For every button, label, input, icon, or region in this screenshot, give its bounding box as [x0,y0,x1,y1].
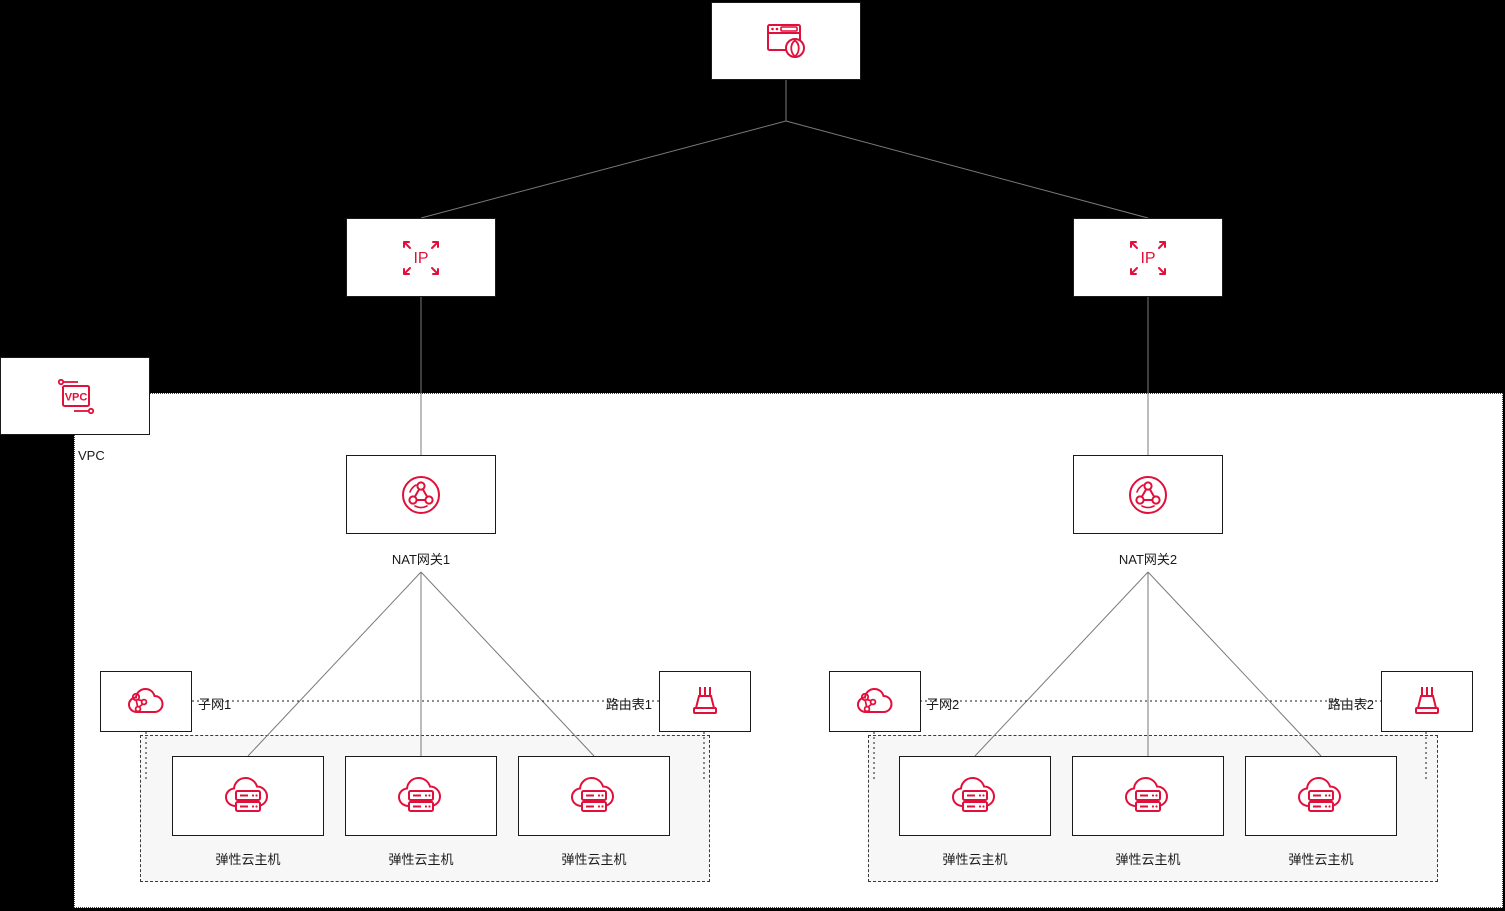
svg-text:IP: IP [413,250,428,267]
subnet-label-2: 子网2 [926,697,960,712]
eip-icon: IP [1123,233,1173,283]
subnet-node-2[interactable] [829,671,921,732]
route-table-label-2: 路由表2 [1327,697,1374,712]
route-table-label-1: 路由表1 [605,697,652,712]
route-table-icon [1405,682,1449,722]
vpc-icon: VPC [52,373,98,419]
ecs-node-1-3[interactable] [518,756,670,836]
route-table-icon [683,682,727,722]
nat-gateway-node-2[interactable] [1073,455,1223,534]
eip-node-2[interactable]: IP [1073,218,1223,297]
subnet-node-1[interactable] [100,671,192,732]
ecs-label-1-2: 弹性云主机 [388,852,454,867]
nat-gateway-node-1[interactable] [346,455,496,534]
ecs-node-2-3[interactable] [1245,756,1397,836]
subnet-cloud-icon [854,681,896,723]
ecs-cloud-server-icon [1120,770,1176,822]
internet-node[interactable] [711,2,861,80]
ecs-label-2-2: 弹性云主机 [1115,852,1181,867]
subnet-cloud-icon [125,681,167,723]
vpc-badge-node[interactable]: VPC [0,357,150,435]
ecs-cloud-server-icon [1293,770,1349,822]
ecs-cloud-server-icon [947,770,1003,822]
eip-icon: IP [396,233,446,283]
nat-gateway-label-2: NAT网关2 [1118,552,1178,567]
route-table-node-2[interactable] [1381,671,1473,732]
browser-globe-icon [763,18,809,64]
route-table-node-1[interactable] [659,671,751,732]
ecs-node-2-2[interactable] [1072,756,1224,836]
ecs-node-1-1[interactable] [172,756,324,836]
nat-gateway-icon [397,471,445,519]
ecs-label-1-1: 弹性云主机 [215,852,281,867]
eip-node-1[interactable]: IP [346,218,496,297]
svg-text:VPC: VPC [65,392,88,404]
subnet-label-1: 子网1 [198,697,232,712]
svg-text:IP: IP [1140,250,1155,267]
vpc-container-label: VPC [78,448,105,463]
ecs-label-1-3: 弹性云主机 [561,852,627,867]
ecs-label-2-3: 弹性云主机 [1288,852,1354,867]
ecs-label-2-1: 弹性云主机 [942,852,1008,867]
ecs-node-2-1[interactable] [899,756,1051,836]
ecs-node-1-2[interactable] [345,756,497,836]
nat-gateway-label-1: NAT网关1 [391,552,451,567]
ecs-cloud-server-icon [393,770,449,822]
ecs-cloud-server-icon [566,770,622,822]
nat-gateway-icon [1124,471,1172,519]
ecs-cloud-server-icon [220,770,276,822]
